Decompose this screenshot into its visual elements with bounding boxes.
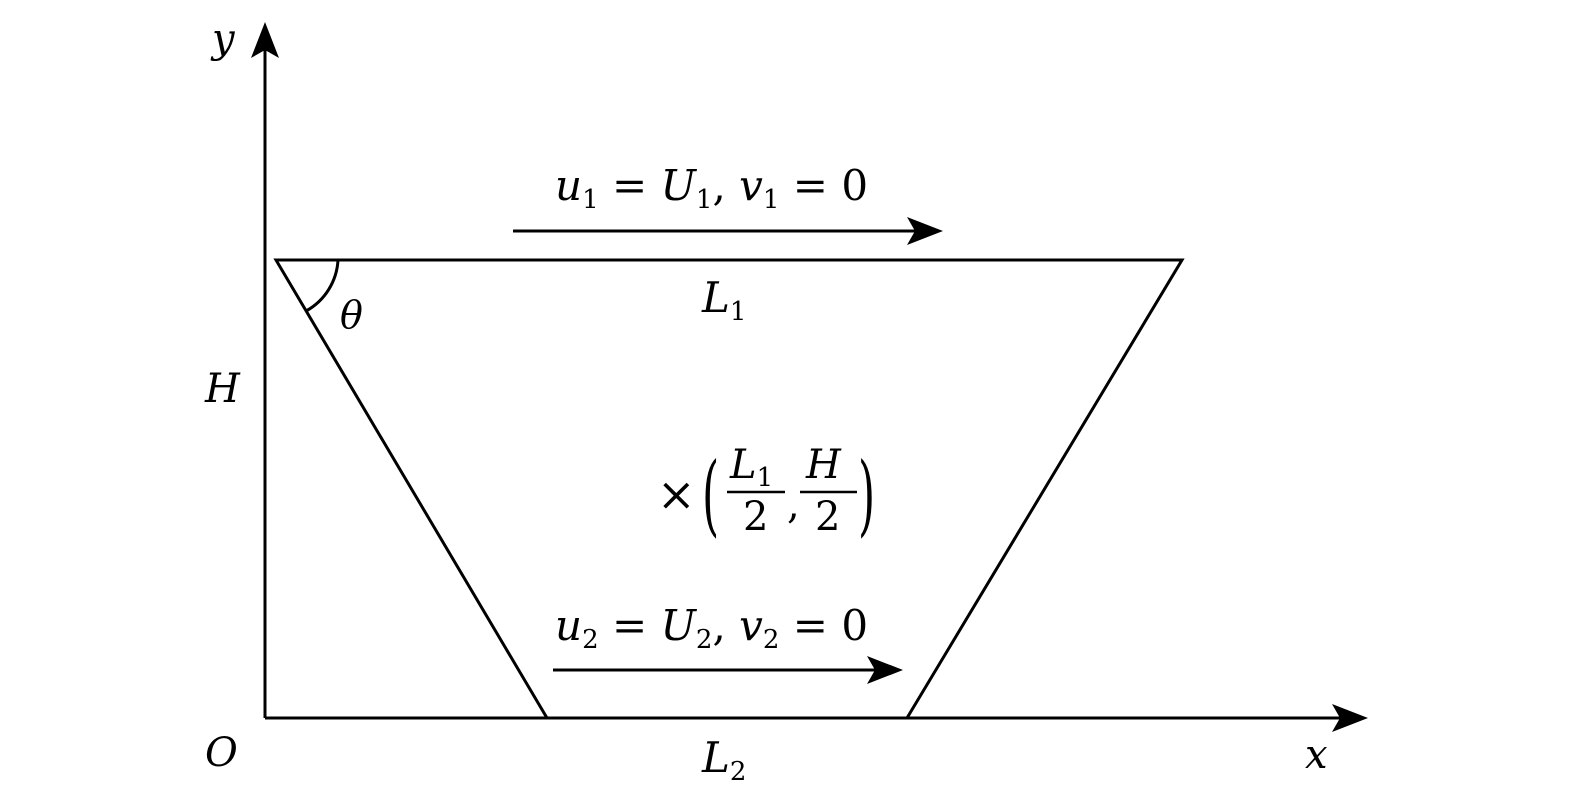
center-num1-base: L [729, 442, 757, 488]
top-velocity-arrowhead [907, 217, 943, 245]
center-right-paren: ) [858, 444, 875, 546]
height-label: H [204, 366, 241, 412]
theta-angle-arc [305, 259, 340, 313]
x-axis-label: x [1305, 732, 1328, 778]
top-length-sub: 1 [730, 297, 747, 327]
center-comma: , [787, 482, 800, 528]
bottom-equals-1: = [599, 601, 661, 650]
top-u-var: u [555, 161, 582, 210]
center-den2: 2 [815, 494, 840, 540]
center-left-paren: ( [702, 444, 719, 546]
center-marker: × [657, 467, 696, 521]
bottom-separator: , [712, 601, 739, 650]
top-u-sub: 1 [582, 185, 599, 215]
trapezoid-domain [273, 258, 1185, 720]
theta-label: θ [340, 293, 363, 337]
top-v-sub: 1 [763, 185, 780, 215]
bottom-value: 0 [841, 601, 868, 650]
bottom-length-base: L [701, 733, 730, 782]
bottom-v-var: v [739, 601, 763, 650]
x-axis-arrowhead [1332, 704, 1368, 732]
bottom-boundary-condition: u2 = U2, v2 = 0 [555, 601, 868, 655]
center-point-annotation: × ( L1 2 , H 2 ) [657, 442, 875, 547]
bottom-length-sub: 2 [730, 757, 747, 787]
top-separator: , [712, 161, 739, 210]
center-num2: H [805, 442, 842, 488]
bottom-u-var: u [555, 601, 582, 650]
top-length-base: L [701, 273, 730, 322]
bottom-length-label: L2 [701, 733, 746, 787]
bottom-U-sub: 2 [696, 625, 713, 655]
bottom-v-sub: 2 [763, 625, 780, 655]
center-num1: L1 [729, 442, 773, 493]
top-value: 0 [841, 161, 868, 210]
top-length-label: L1 [701, 273, 746, 327]
top-v-var: v [739, 161, 763, 210]
top-boundary-condition: u1 = U1, v1 = 0 [555, 161, 868, 215]
bottom-equals-2: = [779, 601, 841, 650]
y-axis-label: y [210, 16, 236, 62]
top-U-sub: 1 [696, 185, 713, 215]
bottom-U-var: U [661, 601, 698, 650]
y-axis-arrowhead [251, 22, 279, 58]
top-equals-2: = [779, 161, 841, 210]
top-equals-1: = [599, 161, 661, 210]
origin-label: O [205, 730, 238, 776]
bottom-u-sub: 2 [582, 625, 599, 655]
center-den1: 2 [743, 494, 768, 540]
top-U-var: U [661, 161, 698, 210]
center-num1-sub: 1 [757, 463, 774, 493]
bottom-velocity-arrowhead [867, 656, 903, 684]
